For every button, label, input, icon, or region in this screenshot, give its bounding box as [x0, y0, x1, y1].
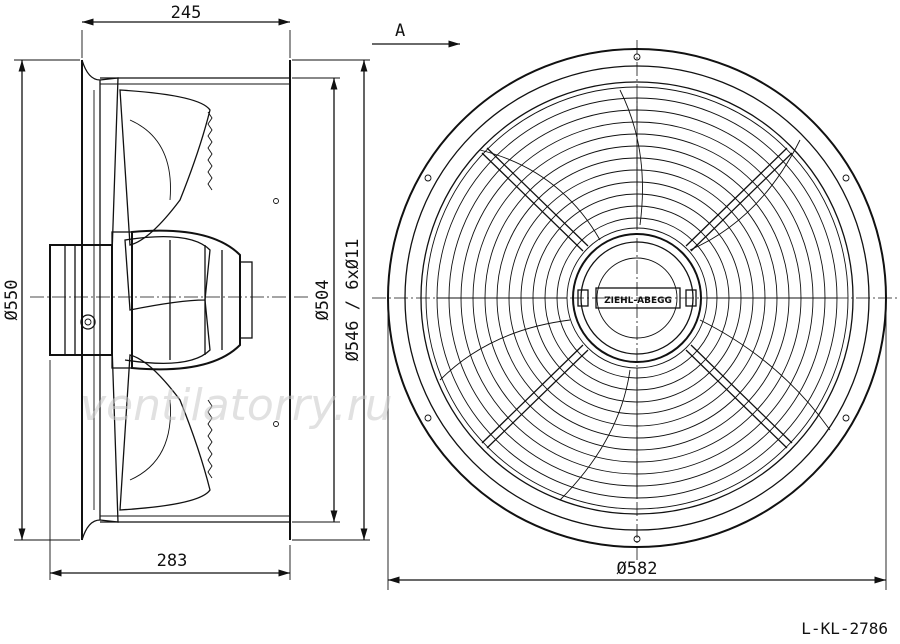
view-arrow-a: A	[372, 21, 460, 48]
dimension-front-diameter: Ø582	[617, 559, 658, 579]
side-view: 245 283 Ø550 Ø504 Ø546 / 6xØ11	[2, 3, 370, 580]
nameplate-text: ZIEHL-ABEGG	[604, 296, 672, 306]
dimension-overall-length: 283	[157, 551, 188, 571]
dimension-inner-diameter: Ø504	[313, 280, 333, 321]
dimension-depth: 245	[171, 3, 202, 23]
view-label: A	[395, 21, 405, 41]
blade-outlines	[439, 89, 831, 501]
watermark-text: ventilatorry.ru	[80, 380, 393, 431]
front-view: ZIEHL-ABEGG Ø582	[372, 40, 900, 590]
dimension-bolt-circle: Ø546 / 6xØ11	[343, 239, 363, 362]
drawing-code: L-KL-2786	[801, 619, 888, 638]
dimension-outer-diameter: Ø550	[2, 280, 22, 321]
